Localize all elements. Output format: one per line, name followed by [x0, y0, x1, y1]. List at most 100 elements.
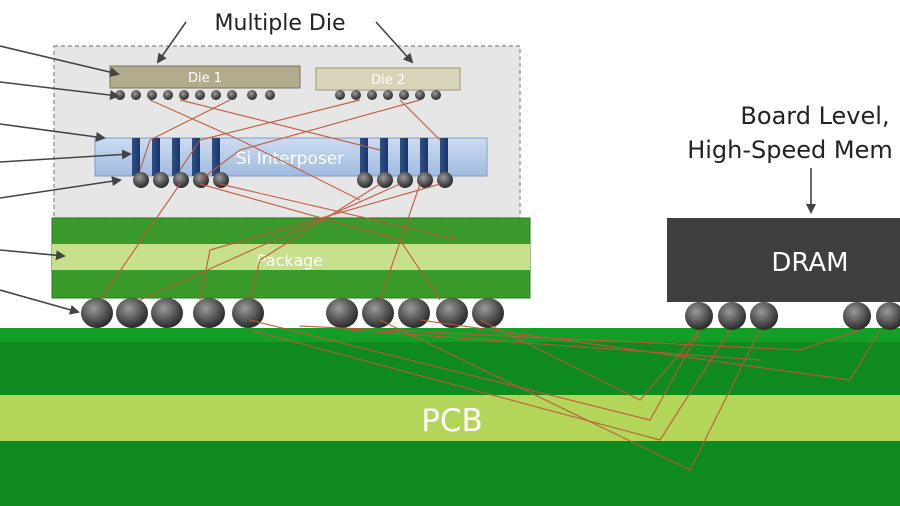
left-arrow-interposer-top [0, 123, 106, 142]
dram-body [667, 218, 900, 302]
c4-bump [397, 172, 413, 188]
micro-bump [211, 90, 221, 100]
via [132, 138, 140, 176]
bga-ball [398, 298, 430, 328]
left-arrow-die [0, 45, 120, 78]
si-interposer: Si Interposer [94, 137, 488, 177]
bga-ball [362, 298, 394, 328]
trace [199, 183, 441, 301]
trace [199, 183, 441, 301]
micro-bump [115, 90, 125, 100]
micro-bump [367, 90, 377, 100]
pcb-label: PCB [421, 403, 483, 439]
arrow-to-die1 [156, 21, 187, 64]
micro-bump [247, 90, 257, 100]
bga-balls [81, 298, 900, 330]
c4-bump [213, 172, 229, 188]
via [440, 138, 448, 176]
trace [349, 329, 761, 361]
c4-bump [153, 172, 169, 188]
trace [99, 183, 181, 301]
bga-ball [151, 298, 183, 328]
bga-ball [436, 298, 468, 328]
trace [479, 319, 701, 401]
left-pointer-arrows [0, 45, 132, 315]
pcb-top-stripe [0, 328, 900, 342]
bga-ball [232, 298, 264, 328]
die-2: Die 2 [315, 67, 461, 91]
via [380, 138, 388, 176]
trace [139, 99, 231, 171]
via [192, 138, 200, 176]
die-1: Die 1 [109, 65, 301, 89]
c4-bump [173, 172, 189, 188]
dram-ball [843, 302, 871, 330]
package-label: Package [257, 251, 323, 270]
bga-ball [193, 298, 225, 328]
micro-bump [399, 90, 409, 100]
package-band [52, 244, 530, 270]
micro-bump [227, 90, 237, 100]
through-silicon-vias [132, 138, 448, 176]
left-arrow-package [0, 249, 66, 261]
micro-bump [147, 90, 157, 100]
bga-ball [81, 298, 113, 328]
micro-bump [335, 90, 345, 100]
c4-bump [417, 172, 433, 188]
micro-bump [131, 90, 141, 100]
bga-ball [116, 298, 148, 328]
via [212, 138, 220, 176]
trace [399, 99, 441, 141]
pcb: PCB [0, 328, 900, 506]
dram-label: DRAM [771, 248, 848, 278]
via [172, 138, 180, 176]
c4-bumps [133, 172, 453, 188]
die-2-label: Die 2 [371, 73, 405, 88]
micro-bump [195, 90, 205, 100]
board-level-label-line1: Board Level, [740, 102, 889, 130]
trace [379, 183, 421, 301]
die-1-label: Die 1 [188, 71, 222, 86]
c4-bump [357, 172, 373, 188]
trace [249, 329, 731, 441]
trace [249, 183, 381, 301]
dram-ball [876, 302, 900, 330]
via [420, 138, 428, 176]
micro-bumps [115, 90, 441, 100]
micro-bump [431, 90, 441, 100]
trace [149, 99, 361, 201]
dram-ball [718, 302, 746, 330]
via [360, 138, 368, 176]
trace [249, 319, 701, 421]
micro-bump [351, 90, 361, 100]
trace [139, 183, 401, 301]
trace [179, 99, 361, 171]
bga-ball [326, 298, 358, 328]
c4-bump [377, 172, 393, 188]
trace [379, 319, 761, 471]
c4-bump [133, 172, 149, 188]
left-arrow-vias [0, 149, 132, 163]
dram-ball [750, 302, 778, 330]
trace [419, 319, 881, 381]
micro-bump [265, 90, 275, 100]
trace [199, 99, 421, 181]
package: Package [51, 217, 531, 299]
board-level-label-line2: High-Speed Mem [687, 136, 893, 164]
dram-ball [685, 302, 713, 330]
via [152, 138, 160, 176]
micro-bump [163, 90, 173, 100]
trace [219, 183, 461, 241]
micro-bump [179, 90, 189, 100]
pcb-band [0, 395, 900, 441]
dram: DRAM [667, 218, 900, 302]
micro-bump [383, 90, 393, 100]
trace [299, 325, 861, 351]
left-arrow-bga [0, 289, 80, 315]
arrow-to-die2 [375, 21, 414, 64]
interposer-label: Si Interposer [236, 149, 344, 169]
left-arrow-c4 [0, 176, 122, 199]
c4-bump [437, 172, 453, 188]
via [400, 138, 408, 176]
